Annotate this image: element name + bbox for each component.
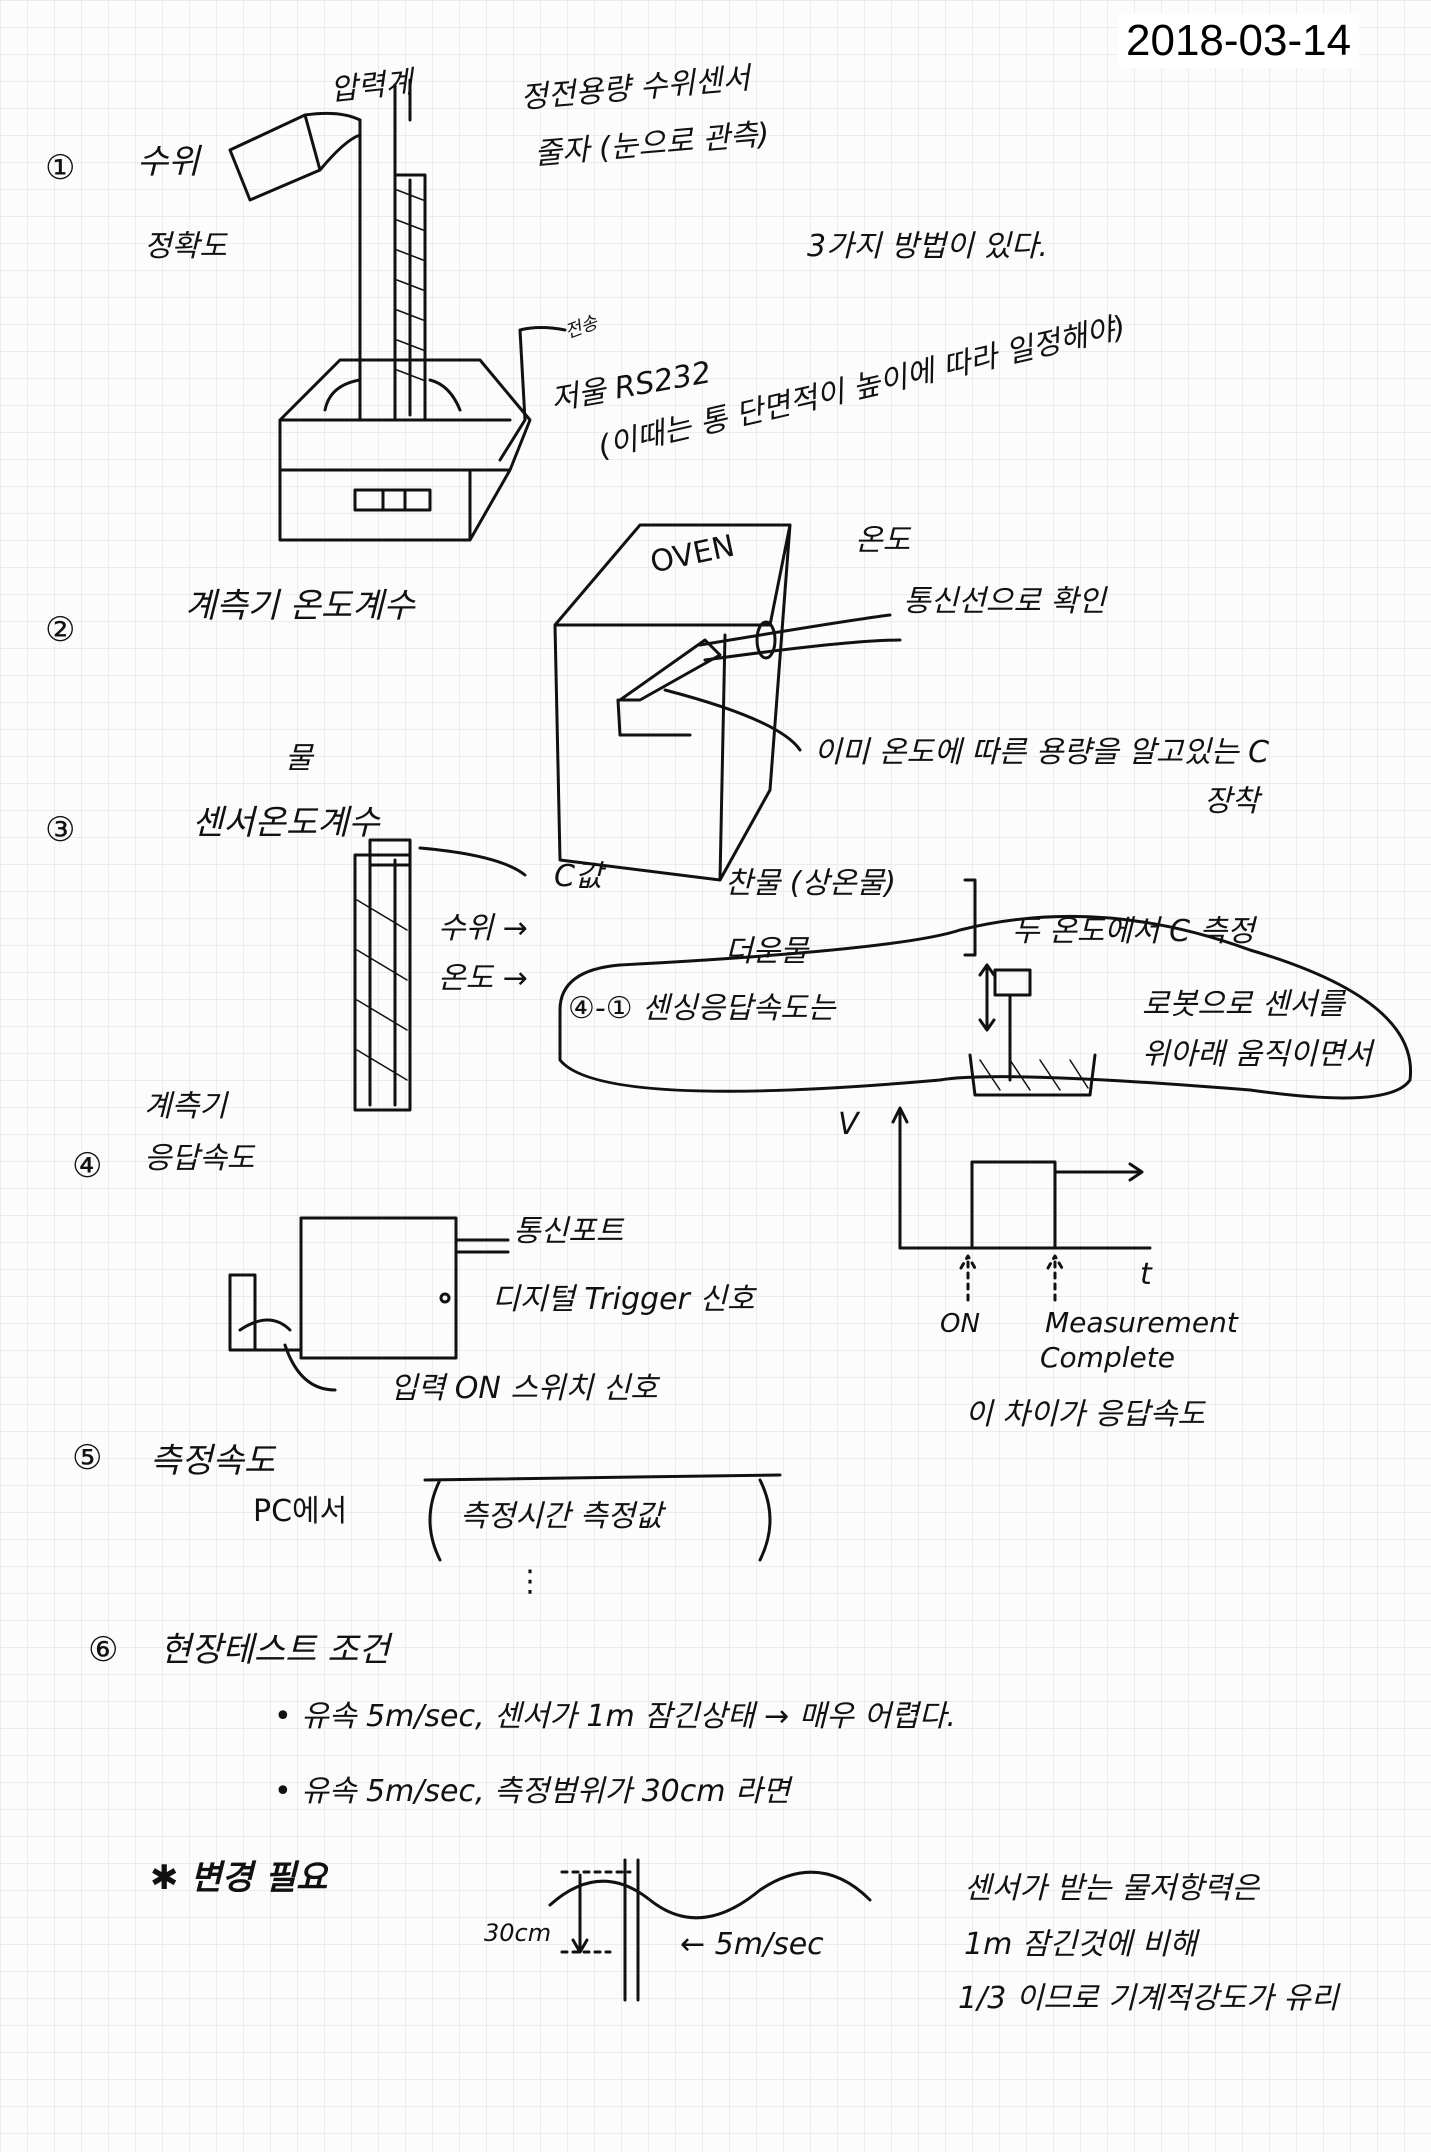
brace-sketch — [423, 1473, 782, 1562]
depth-label: 30cm — [484, 1919, 552, 1947]
note-measure-c: 두 온도에서 C 측정 — [1012, 914, 1255, 949]
note-mount: 장착 — [1204, 784, 1260, 819]
label-hot-water: 더운물 — [725, 934, 808, 969]
section4-number: ④ — [72, 1146, 103, 1186]
section6-number: ⑥ — [88, 1630, 119, 1670]
label-c-value: C값 — [554, 859, 603, 894]
note-drag-line3: 1/3 이므로 기계적강도가 유리 — [958, 1981, 1339, 2016]
note-three-methods: 3가지 방법이 있다. — [807, 229, 1048, 264]
graph-complete-label: Complete — [1040, 1341, 1175, 1374]
change-needed: ✱ 변경 필요 — [150, 1858, 328, 1898]
note-known-capacitor: 이미 온도에 따른 용량을 알고있는 C — [814, 735, 1270, 770]
condition-bullet: • 유속 5m/sec, 측정범위가 30cm 라면 — [274, 1774, 791, 1809]
pressure-gauge-sketch — [228, 111, 362, 202]
section1-number: ① — [45, 148, 76, 188]
complete-marker — [1046, 1254, 1064, 1302]
response-speed-outline — [558, 914, 1413, 1100]
section3-number: ③ — [45, 810, 76, 850]
ellipsis: ⋮ — [515, 1564, 545, 1599]
graph-note: 이 차이가 응답속도 — [965, 1397, 1205, 1432]
sensor-tube-sketch — [353, 838, 527, 1112]
label-pc: PC에서 — [253, 1494, 348, 1529]
condition-bullet: • 유속 5m/sec, 센서가 1m 잠긴상태 → 매우 어렵다. — [274, 1699, 956, 1734]
note-drag-line2: 1m 잠긴것에 비해 — [964, 1927, 1197, 1962]
note-drag-line1: 센서가 받는 물저항력은 — [964, 1871, 1260, 1906]
label-level: 수위 → — [438, 911, 528, 946]
label-switch: 입력 ON 스위치 신호 — [390, 1371, 658, 1406]
section1-title: 수위 — [137, 142, 200, 182]
oven-sketch — [553, 523, 902, 882]
y-axis — [891, 1106, 909, 1250]
response-graph — [891, 1106, 1152, 1302]
label-cold-water: 찬물 (상온물) — [725, 866, 896, 901]
graph-x-label: t — [1140, 1257, 1152, 1292]
bracket — [963, 878, 977, 957]
section5-number: ⑤ — [72, 1438, 103, 1478]
label-temperature: 온도 — [855, 523, 911, 558]
label-temp: 온도 → — [438, 961, 528, 996]
label-comm-line: 통신선으로 확인 — [903, 584, 1106, 619]
brace-content: 측정시간 측정값 — [460, 1499, 663, 1534]
note-date: 2018-03-14 — [1118, 14, 1360, 68]
graph-on-label: ON — [940, 1309, 980, 1339]
flow-label: ← 5m/sec — [680, 1927, 824, 1962]
note-robot-line1: 로봇으로 센서를 — [1142, 987, 1345, 1022]
label-comm-port: 통신포트 — [513, 1214, 624, 1249]
scale-arrow-line — [498, 326, 567, 462]
graph-y-label: V — [838, 1107, 859, 1142]
section5-title: 측정속도 — [150, 1441, 276, 1481]
section2-title: 계측기 온도계수 — [185, 586, 415, 626]
graph-measurement-label: Measurement — [1045, 1306, 1238, 1339]
section2-number: ② — [45, 610, 76, 650]
section3-title: 센서온도계수 — [192, 803, 380, 843]
note-robot-line2: 위아래 움직이면서 — [1142, 1037, 1373, 1072]
level-tube-sketch — [228, 78, 427, 422]
section4-title-line1: 계측기 — [144, 1089, 227, 1124]
signal-pulse — [970, 1160, 1144, 1250]
section4-1-label: ④-① 센싱응답속도는 — [568, 991, 836, 1026]
beaker-sketch — [968, 963, 1097, 1097]
instrument-box-sketch — [228, 1216, 510, 1392]
on-marker — [959, 1254, 977, 1302]
section1-subtitle: 정확도 — [144, 229, 227, 264]
section4-title-line2: 응답속도 — [144, 1141, 255, 1176]
label-trigger: 디지털 Trigger 신호 — [492, 1282, 755, 1317]
wave-diagram — [548, 1858, 872, 2002]
scale-base-sketch — [278, 326, 567, 542]
section3-insert: 물 — [285, 741, 313, 776]
section6-title: 현장테스트 조건 — [160, 1630, 390, 1670]
